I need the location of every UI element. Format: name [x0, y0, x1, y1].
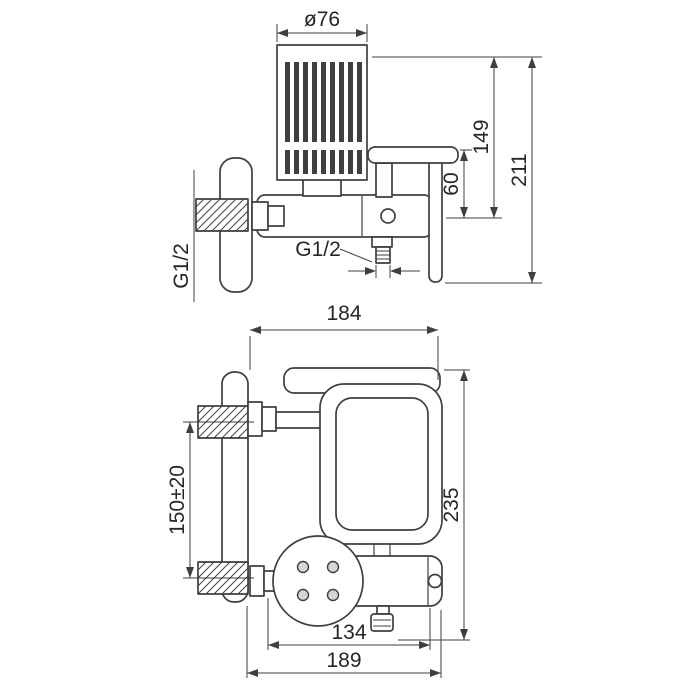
knob-face	[272, 535, 364, 627]
wall-pipe-section	[195, 198, 249, 232]
dim-149-label: 149	[470, 119, 493, 154]
connector-nut	[251, 201, 269, 231]
diverter-knob	[370, 605, 394, 632]
end-cap-screw	[427, 573, 443, 589]
holder-inner	[335, 397, 429, 531]
thermostat-handle	[276, 44, 368, 181]
lever-handle	[367, 146, 459, 164]
dim-150-label: 150±20	[166, 465, 189, 535]
outlet-nipple	[371, 236, 393, 264]
dim-189-label: 189	[326, 649, 361, 672]
upper-fitting	[247, 401, 323, 437]
outlet-thread-label: G1/2	[295, 238, 341, 261]
dim-235-label: 235	[440, 487, 463, 522]
dim-211-label: 211	[508, 153, 531, 186]
nipple-base	[371, 236, 393, 248]
side-view	[195, 44, 459, 293]
dim-60-label: 60	[440, 172, 463, 195]
dim-134-label: 134	[331, 621, 366, 644]
connector-nut-small	[267, 205, 285, 227]
temperature-knob	[272, 535, 364, 627]
dim-diameter-label: ø76	[304, 8, 340, 31]
front-view	[197, 367, 443, 632]
dim-184-label: 184	[326, 302, 361, 325]
front-view-dimensions: 184 150±20 235 134 189	[166, 302, 470, 678]
side-view-dimensions: ø76 60 149 211 G1/2 G1/2	[170, 8, 542, 302]
shower-holder	[319, 383, 443, 545]
wall-thread-label: G1/2	[170, 243, 193, 289]
lever-stem	[375, 162, 393, 198]
body-screw	[380, 208, 396, 224]
